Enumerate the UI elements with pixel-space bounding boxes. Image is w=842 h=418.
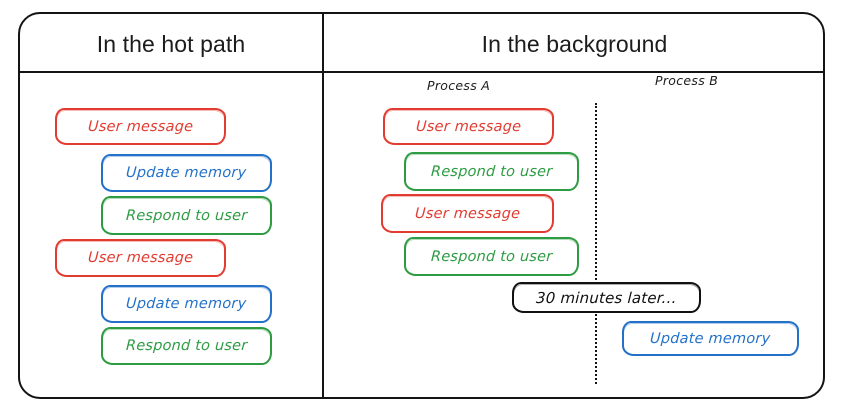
process-a-label: Process A: [427, 78, 491, 93]
step-label: User message: [87, 118, 194, 135]
step-label: Respond to user: [125, 338, 248, 354]
step-label: Respond to user: [125, 207, 248, 224]
step-box-respond-to-user: Respond to user: [101, 196, 272, 235]
column-header-hot-path: In the hot path: [96, 31, 246, 57]
step-label: User message: [415, 118, 522, 135]
step-label: Update memory: [649, 330, 772, 347]
step-box-user-message: User message: [55, 108, 226, 145]
step-box-respond-to-user: Respond to user: [404, 237, 579, 276]
diagram-frame: [18, 12, 825, 399]
step-label: User message: [414, 205, 521, 222]
time-gap-box: 30 minutes later...: [512, 282, 701, 313]
column-divider-line: [322, 13, 324, 398]
step-label: User message: [87, 250, 194, 266]
process-divider-dotted-line: [595, 103, 597, 384]
column-header-background: In the background: [481, 31, 668, 57]
header-divider-line: [19, 71, 824, 73]
step-box-update-memory: Update memory: [101, 154, 272, 192]
process-b-label: Process B: [655, 73, 719, 88]
step-box-respond-to-user: Respond to user: [404, 152, 579, 191]
step-label: Respond to user: [430, 163, 553, 180]
time-gap-label: 30 minutes later...: [535, 288, 678, 307]
step-box-update-memory: Update memory: [622, 321, 799, 356]
step-box-user-message: User message: [55, 239, 226, 277]
step-label: Update memory: [125, 296, 248, 312]
step-box-user-message: User message: [381, 194, 554, 233]
step-box-user-message: User message: [383, 108, 554, 145]
step-label: Update memory: [125, 165, 248, 181]
step-label: Respond to user: [430, 248, 553, 265]
step-box-update-memory: Update memory: [101, 285, 272, 323]
step-box-respond-to-user: Respond to user: [101, 327, 272, 365]
